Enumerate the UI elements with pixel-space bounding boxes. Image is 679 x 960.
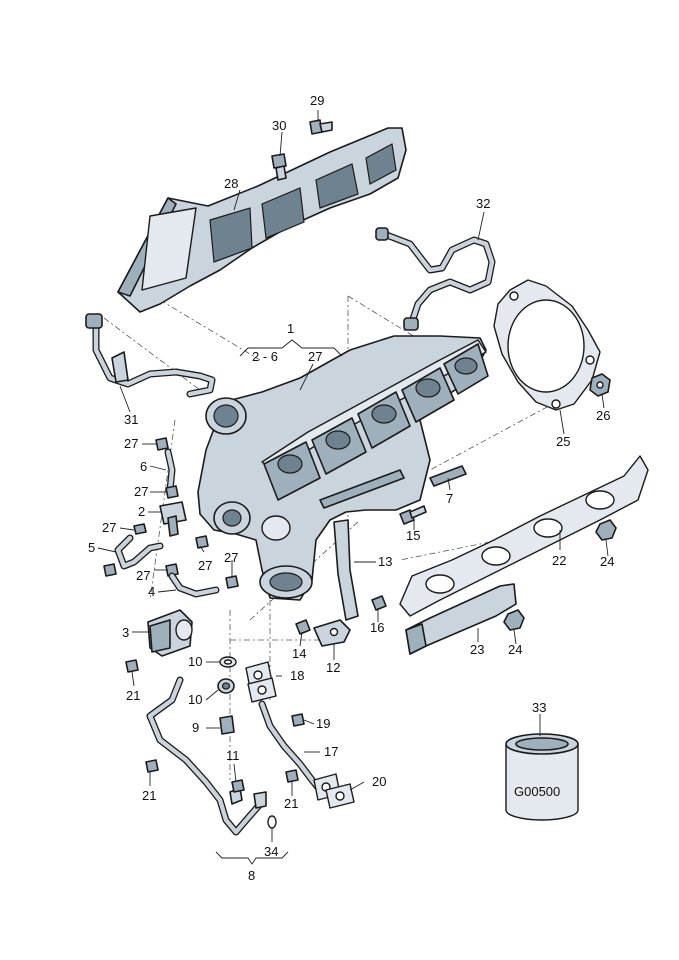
bolt-11: [231, 779, 245, 793]
bolt-14: [295, 619, 311, 635]
label-6: 6: [140, 459, 147, 474]
leader-lines: [97, 110, 609, 865]
banjo-bolt-9: [219, 715, 235, 735]
label-27c: 27: [102, 520, 116, 535]
bolt-15: [399, 505, 427, 525]
gasket-25: [493, 279, 601, 411]
part-labels: 1 2 - 6 27 29 30 28 32 31 27 6 27 2 27 5…: [88, 93, 614, 883]
can-label: G00500: [514, 784, 560, 799]
label-21a: 21: [126, 688, 140, 703]
turbocharger-1: [197, 335, 489, 601]
label-11: 11: [226, 748, 240, 763]
coolant-pipe-32: [375, 227, 496, 331]
label-16: 16: [370, 620, 384, 635]
stud-7: [429, 465, 467, 487]
label-27a: 27: [124, 436, 138, 451]
label-22: 22: [552, 553, 566, 568]
pipe-31: [85, 313, 216, 398]
hose-5: [114, 534, 164, 570]
label-10b: 10: [188, 692, 202, 707]
label-27e: 27: [198, 558, 212, 573]
o-ring-34: [267, 815, 277, 829]
bolt-19: [291, 713, 305, 727]
clamp-27a: [155, 437, 169, 451]
bolt-29: [309, 119, 333, 135]
bolt-21b: [145, 759, 159, 773]
label-19: 19: [316, 716, 330, 731]
hose-6: [164, 448, 176, 494]
bracket-13: [333, 519, 359, 621]
sealant-can-33: G00500: [505, 733, 579, 821]
label-24b: 24: [508, 642, 522, 657]
label-7: 7: [446, 491, 453, 506]
label-1: 1: [287, 321, 294, 336]
label-27f: 27: [136, 568, 150, 583]
label-32: 32: [476, 196, 490, 211]
label-27-group: 27: [308, 349, 322, 364]
label-33: 33: [532, 700, 546, 715]
hose-4: [168, 572, 220, 598]
label-8: 8: [248, 868, 255, 883]
label-27d: 27: [224, 550, 238, 565]
label-25: 25: [556, 434, 570, 449]
oil-line-8: [146, 676, 267, 836]
clamp-27b: [165, 485, 179, 499]
manifold-gasket-22: [399, 455, 649, 617]
seal-10b: [217, 678, 235, 694]
label-20: 20: [372, 774, 386, 789]
label-29: 29: [310, 93, 324, 108]
label-30: 30: [272, 118, 286, 133]
label-13: 13: [378, 554, 392, 569]
gasket-20: [313, 773, 355, 809]
label-5: 5: [88, 540, 95, 555]
gasket-18: [245, 661, 277, 703]
label-21c: 21: [284, 796, 298, 811]
label-31: 31: [124, 412, 138, 427]
bolt-21c: [285, 769, 299, 783]
label-10a: 10: [188, 654, 202, 669]
label-2: 2: [138, 504, 145, 519]
label-34: 34: [264, 844, 278, 859]
clamp-27f: [225, 575, 239, 589]
solenoid-valve-3: [147, 609, 193, 657]
heat-shield-23: [405, 583, 517, 655]
clamp-27d: [195, 535, 209, 549]
label-9: 9: [192, 720, 199, 735]
label-14: 14: [292, 646, 306, 661]
clamp-27c: [133, 523, 147, 535]
bolt-5-small: [103, 563, 117, 577]
label-28: 28: [224, 176, 238, 191]
seal-10a: [219, 656, 237, 668]
label-3: 3: [122, 625, 129, 640]
bolt-30: [271, 153, 287, 181]
heat-shield-28: [117, 127, 407, 313]
label-15: 15: [406, 528, 420, 543]
label-12: 12: [326, 660, 340, 675]
valve-2: [159, 501, 187, 537]
nut-24-lower: [503, 609, 525, 631]
clamp-27e: [165, 563, 179, 577]
nut-24-upper: [595, 519, 617, 541]
bolt-21a: [125, 659, 139, 673]
label-27b: 27: [134, 484, 148, 499]
label-26: 26: [596, 408, 610, 423]
label-2-6: 2 - 6: [252, 349, 278, 364]
bracket-12: [313, 619, 351, 647]
label-21b: 21: [142, 788, 156, 803]
label-17: 17: [324, 744, 338, 759]
bolt-16: [371, 595, 387, 611]
nut-26: [589, 373, 611, 397]
label-23: 23: [470, 642, 484, 657]
label-18: 18: [290, 668, 304, 683]
oil-return-17: [258, 700, 324, 794]
label-4: 4: [148, 584, 155, 599]
label-24a: 24: [600, 554, 614, 569]
